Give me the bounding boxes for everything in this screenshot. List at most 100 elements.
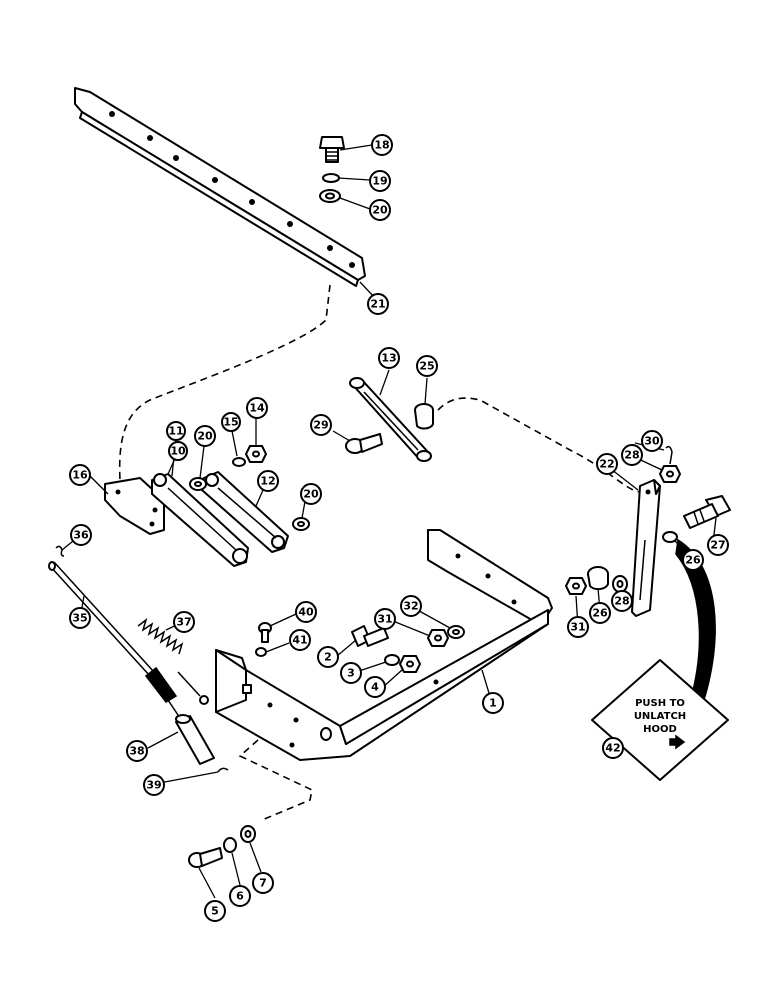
callout-2: 2 [317, 646, 339, 668]
svg-text:35: 35 [72, 612, 87, 625]
svg-text:13: 13 [381, 352, 396, 365]
svg-text:11: 11 [168, 425, 183, 438]
callout-7: 7 [252, 872, 274, 894]
svg-text:36: 36 [73, 529, 89, 542]
callout-6: 6 [229, 885, 251, 907]
retaining-clip-39-part [217, 767, 229, 773]
svg-text:38: 38 [129, 745, 144, 758]
svg-text:31: 31 [377, 613, 392, 626]
svg-text:21: 21 [370, 298, 385, 311]
callout-41: 41 [289, 629, 311, 651]
link-washer-right-part [292, 517, 310, 531]
callout-11: 11 [166, 421, 186, 441]
svg-text:22: 22 [599, 458, 614, 471]
svg-text:31: 31 [570, 621, 585, 634]
callout-38: 38 [126, 740, 148, 762]
callout-20-right: 20 [300, 483, 322, 505]
callout-10: 10 [168, 441, 188, 461]
clip-pin-36-part [55, 545, 65, 557]
frame-nut-31-part [427, 629, 449, 647]
svg-text:3: 3 [347, 667, 355, 680]
svg-text:30: 30 [644, 435, 660, 448]
cotter-pin-30-part [665, 445, 673, 465]
callout-18: 18 [371, 134, 393, 156]
svg-text:15: 15 [223, 416, 238, 429]
rail-to-bracket-dashed-line [118, 284, 331, 481]
svg-text:42: 42 [605, 742, 620, 755]
bushing-part [414, 403, 434, 430]
tension-spring-part [137, 618, 209, 705]
svg-text:6: 6 [236, 890, 244, 903]
callout-22: 22 [596, 453, 618, 475]
small-bolt-part [258, 622, 272, 643]
callout-19: 19 [369, 170, 391, 192]
callout-31-right: 31 [567, 616, 589, 638]
svg-text:28: 28 [624, 449, 639, 462]
callout-35: 35 [69, 607, 91, 629]
clevis-pin-part [345, 433, 383, 454]
callout-25: 25 [416, 355, 438, 377]
callout-20-top: 20 [369, 199, 391, 221]
decal-line-3: HOOD [643, 724, 677, 735]
callout-31-frame: 31 [374, 608, 396, 630]
callout-20-left: 20 [194, 425, 216, 447]
latch-plate-part [631, 479, 661, 617]
frame-to-bolt-dashed-line [238, 739, 313, 821]
svg-text:26: 26 [685, 554, 701, 567]
svg-text:28: 28 [614, 595, 629, 608]
decal-line-2: UNLATCH [634, 711, 686, 722]
decal-line-1: PUSH TO [635, 698, 685, 709]
svg-text:20: 20 [372, 204, 388, 217]
nut-28-top-part [659, 465, 681, 483]
bottom-flat-washer-part [240, 825, 256, 843]
frame-washer-part [384, 654, 400, 666]
gas-strut-part [48, 561, 181, 719]
small-washer-41-part [255, 647, 267, 657]
bushing-to-plate-dashed-line [437, 397, 641, 493]
lock-washer-part [322, 173, 340, 183]
svg-text:10: 10 [170, 445, 186, 458]
callout-42: 42 [602, 737, 624, 759]
spacer-26-part [587, 566, 609, 591]
pivot-rod-part [349, 377, 432, 462]
svg-text:16: 16 [72, 469, 88, 482]
washer-26-right-part [662, 531, 678, 543]
svg-text:41: 41 [292, 634, 307, 647]
svg-text:32: 32 [403, 600, 418, 613]
callout-5: 5 [204, 900, 226, 922]
link-washer-left-part [189, 477, 207, 491]
svg-text:37: 37 [176, 616, 191, 629]
callout-32: 32 [400, 595, 422, 617]
callout-26-right: 26 [682, 549, 704, 571]
warning-decal: PUSH TO UNLATCH HOOD [591, 659, 729, 781]
callout-39: 39 [143, 774, 165, 796]
top-rail-part [74, 87, 366, 287]
svg-text:1: 1 [489, 697, 497, 710]
bottom-lock-washer-part [223, 837, 237, 853]
svg-text:20: 20 [197, 430, 213, 443]
svg-text:20: 20 [303, 488, 319, 501]
washer-28-right-part [612, 575, 628, 593]
svg-text:2: 2 [324, 651, 332, 664]
svg-text:14: 14 [249, 402, 265, 415]
svg-text:4: 4 [371, 681, 379, 694]
callout-3: 3 [340, 662, 362, 684]
hinge-bracket-part [104, 477, 165, 535]
bottom-bolt-part [188, 847, 223, 868]
frame-nut-part [399, 655, 421, 673]
hex-bolt-27-part [683, 495, 731, 529]
callout-28-bottom: 28 [611, 590, 633, 612]
top-bolt-part [319, 136, 345, 163]
frame-bolt-part [351, 625, 389, 647]
callout-29: 29 [310, 414, 332, 436]
callout-40: 40 [295, 601, 317, 623]
callout-15: 15 [221, 412, 241, 432]
frame-washer-32-part [447, 625, 465, 639]
small-washer-15-part [232, 457, 246, 467]
svg-text:5: 5 [211, 905, 219, 918]
callout-16: 16 [69, 464, 91, 486]
svg-text:26: 26 [592, 607, 608, 620]
callout-27: 27 [707, 534, 729, 556]
callout-12: 12 [257, 470, 279, 492]
